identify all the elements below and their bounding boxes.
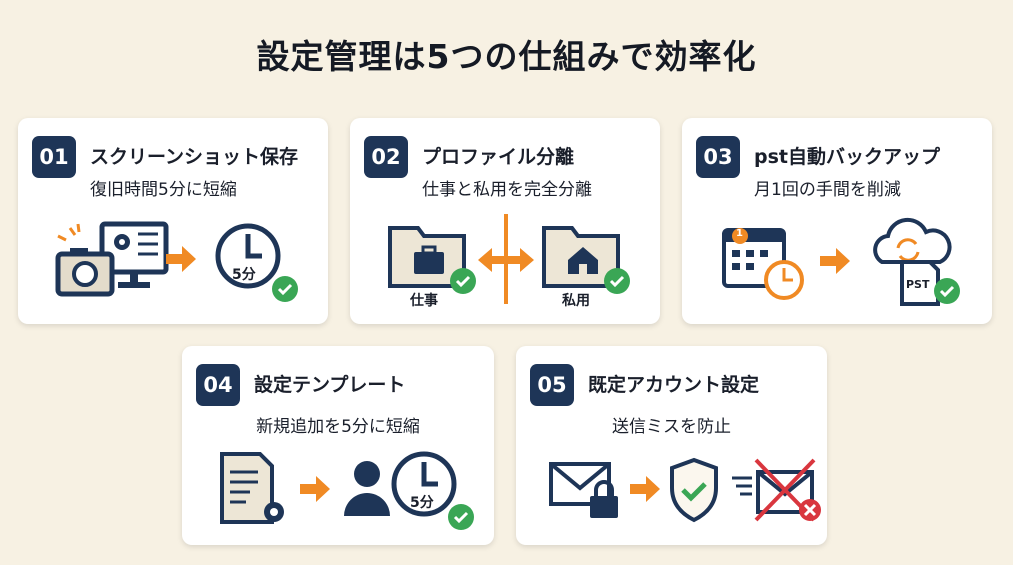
step-badge: 03 — [696, 136, 740, 178]
card-title: スクリーンショット保存 — [90, 146, 299, 168]
card-title: pst自動バックアップ — [754, 146, 940, 168]
blocked-mail-icon — [732, 458, 821, 522]
card-pst-backup: 03 pst自動バックアップ 月1回の手間を削減 1 PST — [682, 118, 992, 324]
work-folder-icon — [388, 226, 478, 296]
card-title: プロファイル分離 — [422, 146, 575, 168]
home-folder-icon — [542, 226, 632, 296]
card-settings-template: 04 設定テンプレート 新規追加を5分に短縮 5分 — [182, 346, 494, 545]
card-profile-separation: 02 プロファイル分離 仕事と私用を完全分離 仕事 私用 — [350, 118, 660, 324]
step-badge: 02 — [364, 136, 408, 178]
card-screenshot-save: 01 スクリーンショット保存 復旧時間5分に短縮 5分 — [18, 118, 328, 324]
card-subtitle: 仕事と私用を完全分離 — [422, 180, 592, 200]
clock-label: 5分 — [232, 267, 256, 283]
calendar-badge: 1 — [736, 228, 743, 239]
page-title: 設定管理は5つの仕組みで効率化 — [256, 37, 757, 76]
work-label: 仕事 — [410, 293, 438, 309]
step-badge: 05 — [530, 364, 574, 406]
step-badge: 01 — [32, 136, 76, 178]
locked-mail-icon — [549, 462, 618, 518]
clock-label: 5分 — [410, 495, 434, 511]
card-title: 既定アカウント設定 — [588, 374, 760, 396]
cloud-backup-icon — [873, 217, 962, 306]
clock-icon — [390, 450, 476, 532]
card-subtitle: 復旧時間5分に短縮 — [90, 180, 237, 200]
calendar-clock-icon — [722, 228, 804, 300]
arrow-right-icon — [820, 248, 850, 274]
private-label: 私用 — [562, 293, 590, 309]
step-badge: 04 — [196, 364, 240, 406]
clock-icon — [214, 222, 300, 304]
card-subtitle: 月1回の手間を削減 — [754, 180, 901, 200]
arrow-right-icon — [300, 476, 330, 502]
card-subtitle: 新規追加を5分に短縮 — [256, 417, 420, 437]
arrow-right-icon — [166, 246, 196, 272]
card-subtitle: 送信ミスを防止 — [612, 417, 731, 437]
card-default-account: 05 既定アカウント設定 送信ミスを防止 — [516, 346, 827, 545]
template-document-icon — [220, 452, 284, 524]
separator-arrows-icon — [478, 214, 534, 304]
card-title: 設定テンプレート — [254, 374, 406, 396]
camera-monitor-icon — [55, 221, 169, 297]
user-icon — [344, 461, 390, 516]
pst-file-label: PST — [906, 278, 930, 291]
shield-check-icon — [670, 457, 718, 523]
arrow-right-icon — [630, 476, 660, 502]
